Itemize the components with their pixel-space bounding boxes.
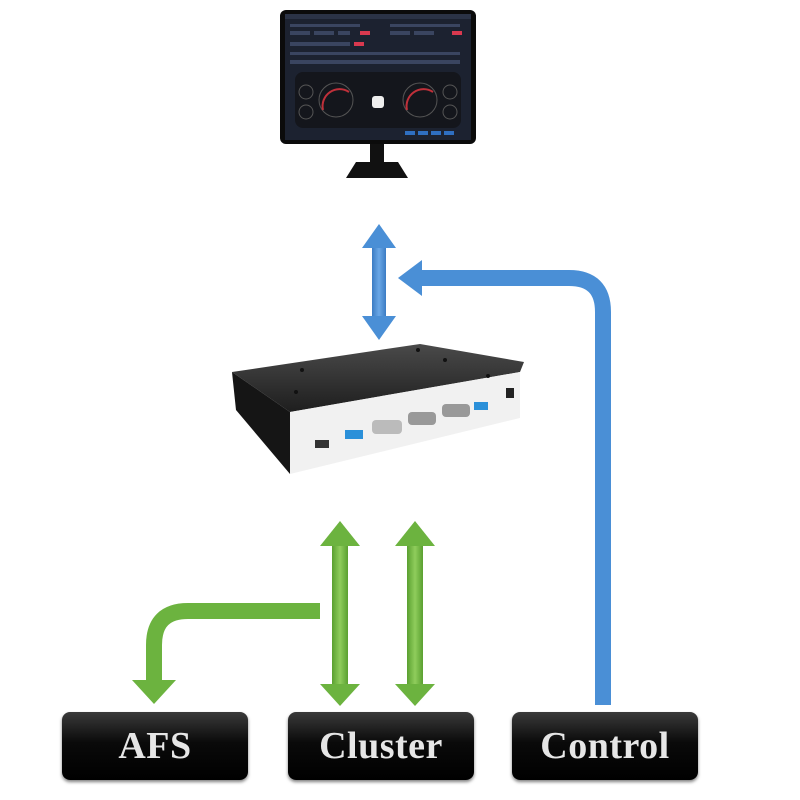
arrow-device-afs xyxy=(132,603,320,704)
arrow-device-cluster-2 xyxy=(395,521,435,706)
node-afs: AFS xyxy=(62,712,248,780)
node-cluster-label: Cluster xyxy=(319,725,443,767)
vga-port xyxy=(372,420,402,434)
arrow-pc-device xyxy=(362,224,396,340)
interface-device xyxy=(232,344,524,474)
car-icon xyxy=(372,96,384,108)
monitor xyxy=(280,10,476,178)
serial-port xyxy=(442,404,470,417)
arrow-device-cluster-1 xyxy=(320,521,360,706)
node-cluster: Cluster xyxy=(288,712,474,780)
node-control-label: Control xyxy=(540,725,670,767)
serial-port xyxy=(408,412,436,425)
usb-port xyxy=(315,440,329,448)
terminal-block xyxy=(474,402,488,410)
node-afs-label: AFS xyxy=(118,725,192,767)
monitor-stand xyxy=(346,162,408,178)
power-jack xyxy=(506,388,514,398)
terminal-block xyxy=(345,430,363,439)
node-control: Control xyxy=(512,712,698,780)
arrow-control-pc xyxy=(398,260,611,705)
